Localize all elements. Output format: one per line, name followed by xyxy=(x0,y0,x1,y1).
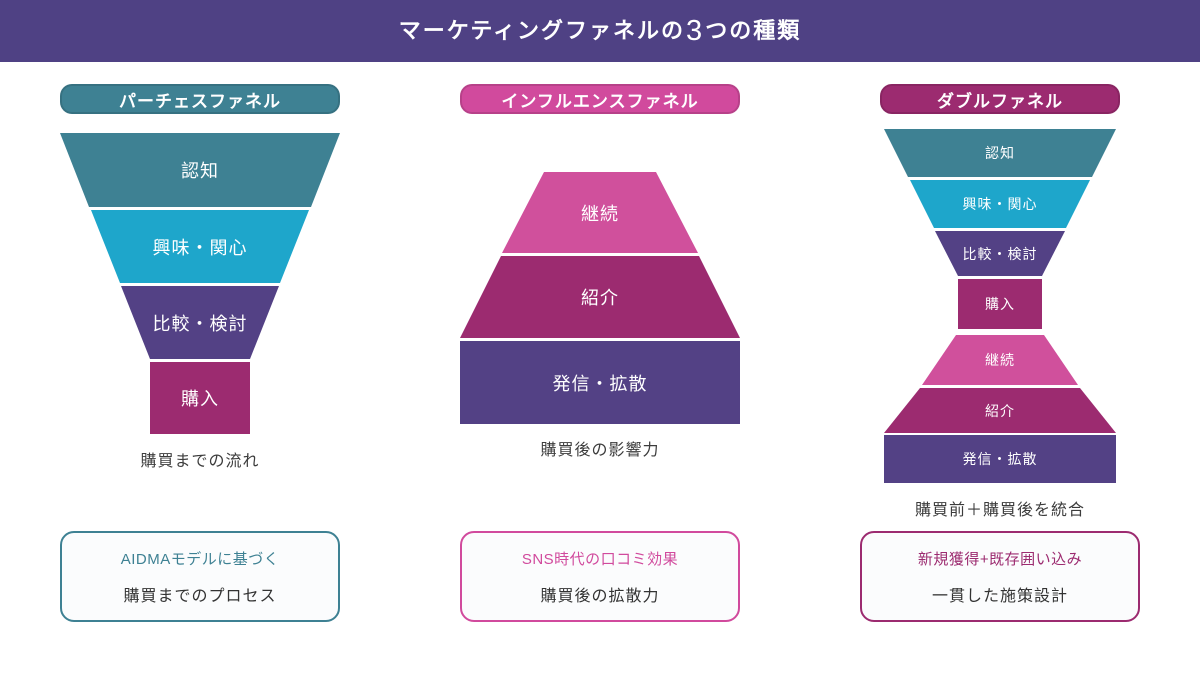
segment-interest-label: 興味・関心 xyxy=(962,196,1038,212)
double-funnel-bottom-graphic: 継続 紹介 発信・拡散 xyxy=(884,335,1116,483)
purchase-funnel-card: AIDMAモデルに基づく 購買までのプロセス xyxy=(60,531,340,622)
segment-awareness: 認知 xyxy=(884,129,1116,177)
influence-funnel-header: インフルエンスファネル xyxy=(460,84,740,114)
segment-referral: 紹介 xyxy=(884,388,1116,433)
segment-awareness-label: 認知 xyxy=(985,145,1015,161)
double-funnel-header: ダブルファネル xyxy=(880,84,1120,114)
card-text: 購買後の拡散力 xyxy=(540,587,660,605)
double-funnel-card: 新規獲得+既存囲い込み 一貫した施策設計 xyxy=(860,531,1140,622)
influence-funnel-caption: 購買後の影響力 xyxy=(540,442,660,459)
purchase-funnel-graphic: 認知 興味・関心 比較・検討 購入 xyxy=(60,133,340,434)
influence-funnel-graphic: 継続 紹介 発信・拡散 xyxy=(460,172,740,424)
segment-comparison: 比較・検討 xyxy=(934,231,1066,276)
segment-awareness: 認知 xyxy=(60,133,340,207)
purchase-funnel-header: パーチェスファネル xyxy=(60,84,340,114)
card-highlight: SNS時代の口コミ効果 xyxy=(521,550,679,568)
segment-sharing: 発信・拡散 xyxy=(884,435,1116,483)
page-title-text: マーケティングファネルの xyxy=(398,18,686,43)
segment-comparison-label: 比較・検討 xyxy=(152,313,248,334)
segment-retention: 継続 xyxy=(922,335,1078,385)
double-funnel-caption: 購買前＋購買後を統合 xyxy=(914,502,1085,519)
card-highlight: 新規獲得+既存囲い込み xyxy=(917,550,1083,568)
influence-funnel-card: SNS時代の口コミ効果 購買後の拡散力 xyxy=(460,531,740,622)
segment-sharing-label: 発信・拡散 xyxy=(962,451,1038,467)
segment-retention-label: 継続 xyxy=(985,352,1015,368)
segment-interest: 興味・関心 xyxy=(90,210,310,283)
page-title-text-2: つの種類 xyxy=(705,18,802,43)
segment-interest: 興味・関心 xyxy=(910,180,1090,228)
segment-referral-label: 紹介 xyxy=(985,402,1015,419)
card-text: 一貫した施策設計 xyxy=(931,587,1068,605)
card-text: 購買までのプロセス xyxy=(123,587,277,605)
segment-comparison: 比較・検討 xyxy=(121,286,279,359)
segment-awareness-label: 認知 xyxy=(181,161,219,181)
segment-referral: 紹介 xyxy=(460,256,740,338)
card-highlight: AIDMAモデルに基づく xyxy=(120,550,280,568)
purchase-funnel-caption: 購買までの流れ xyxy=(140,453,260,470)
segment-referral-label: 紹介 xyxy=(581,288,619,308)
segment-sharing-label: 発信・拡散 xyxy=(552,373,648,394)
segment-retention: 継続 xyxy=(502,172,698,253)
page-title-number: 3 xyxy=(686,14,705,47)
segment-purchase-label: 購入 xyxy=(985,296,1015,312)
segment-purchase-label: 購入 xyxy=(181,389,219,409)
segment-sharing: 発信・拡散 xyxy=(460,341,740,424)
segment-purchase: 購入 xyxy=(958,279,1042,329)
segment-comparison-label: 比較・検討 xyxy=(962,245,1038,262)
segment-interest-label: 興味・関心 xyxy=(152,237,248,258)
segment-retention-label: 継続 xyxy=(581,203,619,224)
double-funnel-top-graphic: 認知 興味・関心 比較・検討 購入 xyxy=(884,129,1116,329)
segment-purchase: 購入 xyxy=(150,362,250,434)
